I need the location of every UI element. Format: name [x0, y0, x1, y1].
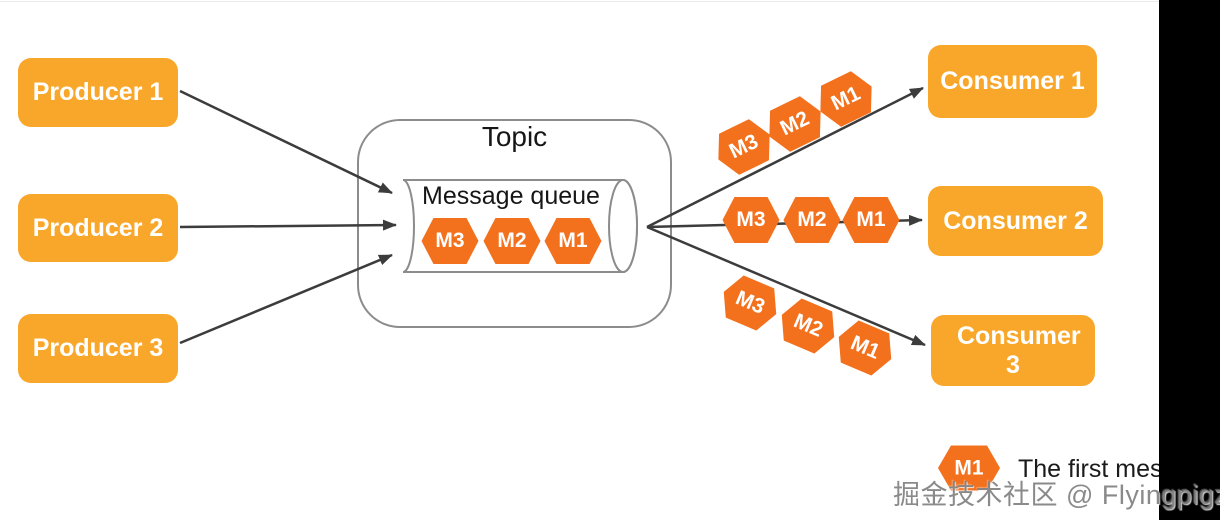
arrow-producer2-to-topic — [179, 219, 397, 231]
producer-2-label: Producer 2 — [32, 213, 164, 242]
consumer-3-node: Consumer 3 — [931, 315, 1095, 386]
producer-1-label: Producer 1 — [32, 78, 164, 107]
watermark: 掘金技术社区 @ Flyingpigz — [893, 480, 1220, 510]
producer-3-label: Producer 3 — [32, 334, 164, 363]
producer-2-node: Producer 2 — [18, 194, 178, 262]
stream2-message-hexagon: M2 — [783, 197, 841, 243]
queue-message-hexagon: M3 — [421, 218, 479, 264]
consumer-2-node: Consumer 2 — [928, 186, 1103, 256]
cylinder-end-cap — [608, 179, 638, 273]
producer-1-node: Producer 1 — [18, 58, 178, 127]
legend-message-hexagon: M1 — [938, 445, 1000, 491]
black-side-band — [1159, 0, 1220, 520]
message-queue-label: Message queue — [422, 182, 600, 210]
arrow-topic-to-consumer3 — [646, 225, 926, 347]
stream2-message-hexagon: M1 — [842, 197, 900, 243]
arrow-producer1-to-topic — [179, 89, 393, 195]
legend-text: The first mess — [1018, 455, 1175, 483]
consumer-1-node: Consumer 1 — [928, 45, 1097, 118]
stream2-message-hexagon: M3 — [722, 197, 780, 243]
queue-message-hexagon: M2 — [483, 218, 541, 264]
consumer-2-label: Consumer 2 — [943, 206, 1088, 235]
arrow-topic-to-consumer1 — [646, 86, 924, 229]
consumer-3-label: Consumer 3 — [957, 321, 1081, 379]
queue-message-hexagon: M1 — [544, 218, 602, 264]
topic-title: Topic — [481, 121, 548, 152]
producer-3-node: Producer 3 — [18, 314, 178, 383]
top-hairline — [0, 1, 1220, 2]
consumer-1-label: Consumer 1 — [940, 67, 1085, 96]
arrow-producer3-to-topic — [179, 253, 393, 345]
